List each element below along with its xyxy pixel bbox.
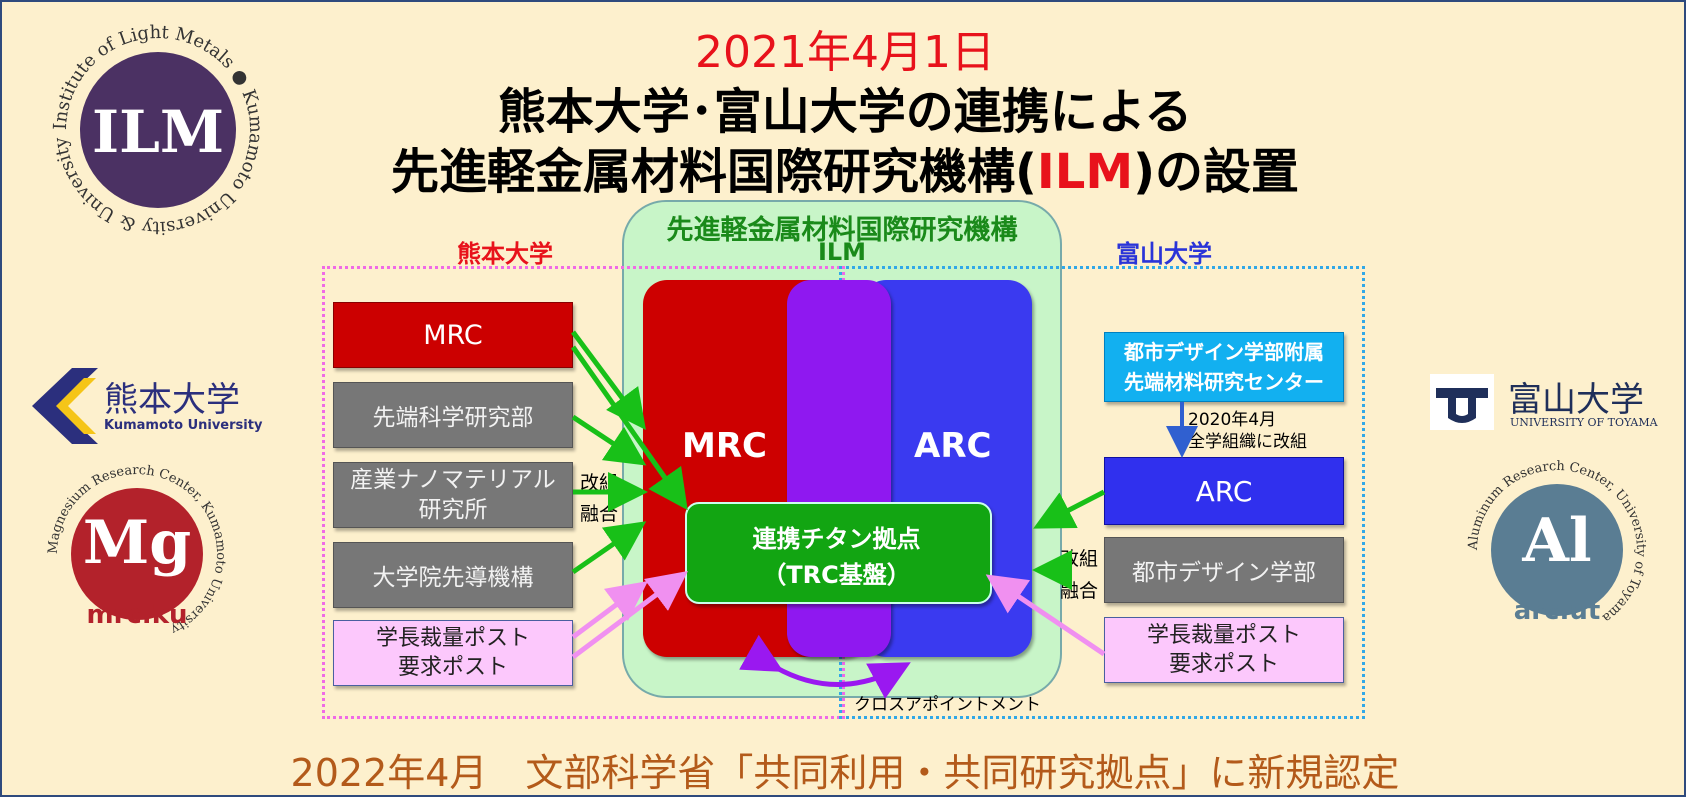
title-line-2-post: )の設置 <box>1133 144 1300 200</box>
trc-box <box>685 502 992 604</box>
mg-logo-svg: Magnesium Research Center, Kumamoto Univ… <box>46 463 228 637</box>
sangyo-line-1: 産業ナノマテリアル <box>350 467 556 493</box>
arrow-kumamoto-post-2 <box>571 571 689 660</box>
toyama-post-line-1: 学長裁量ポスト <box>1146 623 1301 648</box>
ilm-logo-svg: Institute of Light Metals ● Kumamoto Uni… <box>43 8 266 238</box>
al-logo-center: Al <box>1522 506 1592 576</box>
pink-arrows <box>571 571 1106 660</box>
al-logo-svg: Aluminum Research Center, University of … <box>1466 459 1648 626</box>
kumamoto-mrc-label: MRC <box>423 319 483 351</box>
reorg-note-line-2: 全学組織に改組 <box>1188 432 1307 452</box>
arrow-mrc-to-trc <box>570 345 688 511</box>
ilm-logo: Institute of Light Metals ● Kumamoto Uni… <box>43 8 266 238</box>
toshi-design-box: 都市デザイン学部 <box>1104 537 1344 603</box>
title-line-2: 先進軽金属材料国際研究機構(ILM)の設置 <box>2 132 1684 202</box>
cross-appointment-label: クロスアポイントメント <box>854 695 1041 715</box>
toshi-design-label: 都市デザイン学部 <box>1132 560 1316 586</box>
kumamoto-logo: 熊本大学 Kumamoto University <box>32 368 262 444</box>
mrc-column-label: MRC <box>682 426 767 466</box>
toyama-center-line-2: 先端材料研究センター <box>1124 370 1324 394</box>
toyama-arc-label: ARC <box>1195 474 1253 508</box>
toyama-emblem-icon <box>1430 374 1494 430</box>
al-logo-footer: arc.ut <box>1513 596 1601 626</box>
toyama-post-line-2: 要求ポスト <box>1168 652 1279 677</box>
daigakuin-label: 大学院先導機構 <box>372 565 534 591</box>
ilm-panel-subtitle: ILM <box>817 238 867 266</box>
kumamoto-post-line-2: 要求ポスト <box>397 655 508 680</box>
kumamoto-logo-jp: 熊本大学 <box>104 380 240 420</box>
title-line-1: 熊本大学･富山大学の連携による <box>497 84 1193 140</box>
green-arrows <box>570 330 1106 590</box>
event-date: 2021年4月1日 <box>695 27 995 78</box>
al-logo-disc <box>1491 484 1623 616</box>
mg-logo-disc <box>71 488 203 620</box>
mg-logo: Magnesium Research Center, Kumamoto Univ… <box>46 463 228 644</box>
kumamoto-region-label: 熊本大学 <box>457 240 553 268</box>
trc-subtitle: （TRC基盤） <box>762 561 911 589</box>
toyama-logo: 富山大学 UNIVERSITY OF TOYAMA <box>1430 372 1670 434</box>
kumamoto-post-line-1: 学長裁量ポスト <box>375 626 530 651</box>
ilm-logo-center: ILM <box>91 98 225 166</box>
title-line-2-pre: 先進軽金属材料国際研究機構( <box>390 144 1037 200</box>
arrow-mrc-to-mrc <box>570 330 646 431</box>
footer-announcement: 2022年4月 文部科学省「共同利用・共同研究拠点」に新規認定 <box>290 751 1400 795</box>
arrow-sentan <box>571 414 647 466</box>
mg-logo-center: Mg <box>82 508 192 578</box>
al-logo: Aluminum Research Center, University of … <box>1466 459 1648 640</box>
ilm-logo-disc <box>80 52 236 208</box>
kumamoto-post-box: 学長裁量ポスト要求ポスト <box>333 620 573 686</box>
sangyo-line-2: 研究所 <box>418 497 488 523</box>
arrow-toyama-arc <box>1033 489 1106 529</box>
title-acronym: ILM <box>1036 144 1134 200</box>
sentan-box: 先端科学研究部 <box>333 382 573 448</box>
toyama-logo-jp: 富山大学 <box>1508 380 1644 420</box>
trc-title: 連携チタン拠点 <box>752 525 921 553</box>
reorg-note-line-1: 2020年4月 <box>1188 410 1277 430</box>
kumamoto-mrc-box: MRC <box>333 302 573 368</box>
arc-column-label: ARC <box>914 426 992 466</box>
mg-logo-footer: mrc.ku <box>86 600 188 630</box>
kumamoto-chevron-icon <box>32 368 98 444</box>
arrow-daigakuin <box>571 521 647 575</box>
toyama-center-box: 都市デザイン学部附属先端材料研究センター <box>1104 332 1344 402</box>
toyama-arc-box: ARC <box>1104 457 1344 525</box>
sentan-label: 先端科学研究部 <box>372 405 534 431</box>
sangyo-nano-box: 産業ナノマテリアル研究所 <box>333 462 573 528</box>
toyama-logo-en: UNIVERSITY OF TOYAMA <box>1510 416 1658 429</box>
arrow-toyama-post <box>985 574 1106 657</box>
kumamoto-logo-en: Kumamoto University <box>104 418 263 433</box>
arrow-kumamoto-post-1 <box>571 581 649 640</box>
toyama-post-box: 学長裁量ポスト要求ポスト <box>1104 617 1344 683</box>
daigakuin-box: 大学院先導機構 <box>333 542 573 608</box>
ilm-panel-title: 先進軽金属材料国際研究機構 <box>666 215 1018 246</box>
toyama-center-line-1: 都市デザイン学部附属 <box>1124 340 1324 364</box>
cross-appointment-arrow <box>739 634 911 699</box>
toyama-region-label: 富山大学 <box>1116 240 1212 268</box>
